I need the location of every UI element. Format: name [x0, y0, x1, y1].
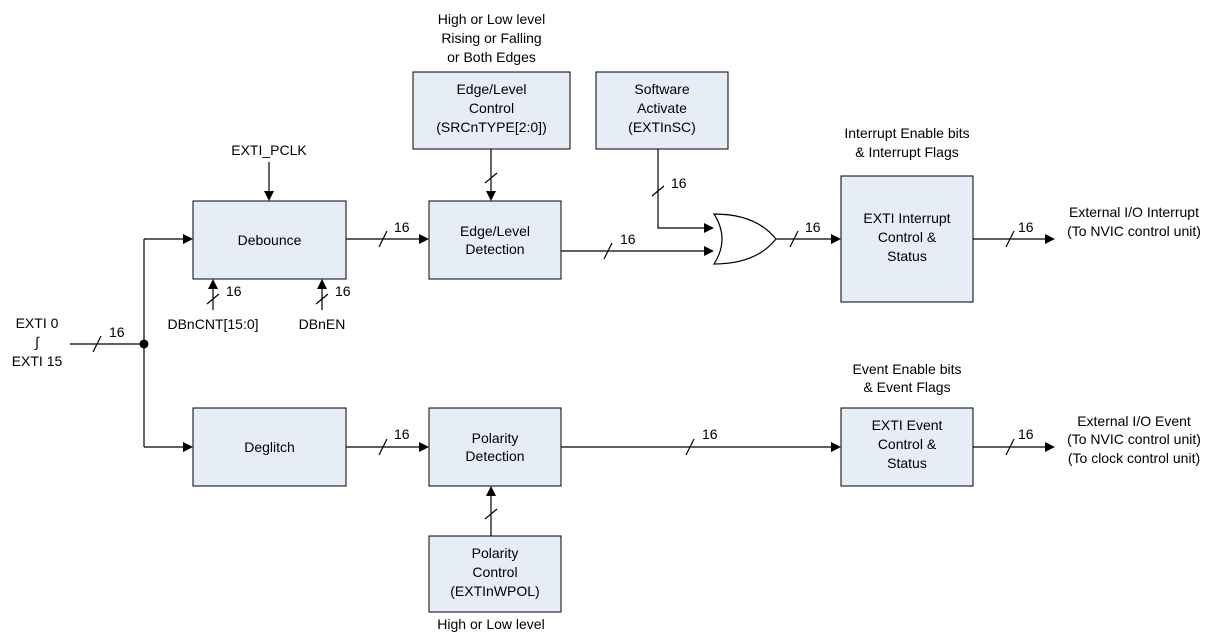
- int-enable-line-2: & Interrupt Flags: [855, 144, 959, 160]
- edge-control-label-1: Edge/Level: [456, 81, 526, 97]
- arrow-dbnen: [317, 279, 327, 289]
- polarity-control-label-2: Control: [472, 564, 517, 580]
- annotations: High or Low level Rising or Falling or B…: [12, 11, 1201, 632]
- ext-int-out-line-1: External I/O Interrupt: [1069, 204, 1199, 220]
- slash-int-out: [1005, 230, 1015, 248]
- bus-label-evt-out: 16: [1018, 426, 1034, 442]
- slash-sw-activate: [651, 185, 665, 197]
- arrow-to-edge-detection: [419, 234, 429, 244]
- bus-width-labels: 16 16 16 16 16 16 16 16 16 16 16: [109, 175, 1034, 442]
- arrow-to-debounce: [183, 234, 193, 244]
- evt-control-label-3: Status: [887, 455, 927, 471]
- deglitch-label: Deglitch: [244, 439, 295, 455]
- polarity-detection-label-2: Detection: [465, 448, 524, 464]
- edge-level-detection-block: Edge/Level Detection: [428, 200, 562, 280]
- arrow-to-int-control: [831, 234, 841, 244]
- bus-label-dbnen: 16: [335, 283, 351, 299]
- exti-pclk-label: EXTI_PCLK: [231, 142, 307, 158]
- bus-slashes: [92, 172, 1015, 520]
- ext-evt-out-line-1: External I/O Event: [1077, 413, 1191, 429]
- polarity-detection-block: Polarity Detection: [428, 407, 562, 487]
- arrowheads: [183, 191, 1055, 496]
- slash-dbncnt: [206, 293, 220, 305]
- arrow-pclk: [264, 191, 274, 201]
- software-activate-block: Software Activate (EXTInSC): [595, 71, 729, 150]
- exti-event-control-block: EXTI Event Control & Status: [840, 407, 974, 487]
- dbncnt-label: DBnCNT[15:0]: [167, 316, 258, 332]
- slash-debounce-out: [378, 230, 388, 248]
- debounce-label: Debounce: [238, 232, 302, 248]
- int-control-label-1: EXTI Interrupt: [863, 210, 950, 226]
- slash-polarity-control: [484, 508, 498, 520]
- slash-edge-control: [484, 172, 498, 184]
- or-gate: [712, 213, 777, 265]
- exti-interrupt-control-block: EXTI Interrupt Control & Status: [840, 175, 974, 303]
- arrow-dbncnt: [208, 279, 218, 289]
- edge-control-label-3: (SRCnTYPE[2:0]): [436, 119, 546, 135]
- int-enable-line-1: Interrupt Enable bits: [844, 125, 969, 141]
- input-label-exti15: EXTI 15: [12, 353, 63, 369]
- edge-level-control-block: Edge/Level Control (SRCnTYPE[2:0]): [412, 71, 571, 150]
- sw-activate-label-3: (EXTInSC): [628, 119, 696, 135]
- bus-label-deglitch-out: 16: [394, 426, 410, 442]
- junction-dot: [139, 339, 149, 349]
- polarity-detection-label-1: Polarity: [472, 430, 519, 446]
- arrow-edge-control: [486, 191, 496, 201]
- bus-label-sw-activate: 16: [671, 175, 687, 191]
- arrow-to-deglitch: [183, 442, 193, 452]
- deglitch-block: Deglitch: [192, 407, 347, 487]
- edge-options-line-1: High or Low level: [438, 11, 545, 27]
- arrow-or-in-lower: [704, 246, 714, 256]
- edge-options-line-2: Rising or Falling: [441, 30, 541, 46]
- int-control-label-2: Control &: [878, 229, 937, 245]
- bus-label-input: 16: [109, 324, 125, 340]
- ext-int-out-line-2: (To NVIC control unit): [1067, 223, 1201, 239]
- arrow-to-polarity-detection: [419, 442, 429, 452]
- arrow-int-out: [1045, 234, 1055, 244]
- slash-or-out: [789, 230, 799, 248]
- bus-label-or-out: 16: [805, 219, 821, 235]
- slash-edge-detect-out: [603, 242, 613, 260]
- sw-activate-label-2: Activate: [637, 100, 687, 116]
- arrow-polarity-control: [486, 486, 496, 496]
- edge-detection-label-2: Detection: [465, 241, 524, 257]
- sw-activate-label-1: Software: [634, 81, 689, 97]
- bus-label-int-out: 16: [1018, 219, 1034, 235]
- bus-label-polarity-out: 16: [702, 426, 718, 442]
- edge-options-line-3: or Both Edges: [447, 49, 536, 65]
- slash-evt-out: [1005, 438, 1015, 456]
- input-label-exti0: EXTI 0: [16, 315, 59, 331]
- slash-dbnen: [315, 293, 329, 305]
- polarity-options-label: High or Low level: [437, 616, 544, 632]
- arrow-evt-out: [1045, 442, 1055, 452]
- ext-evt-out-line-2: (To NVIC control unit): [1067, 431, 1201, 447]
- arrow-to-evt-control: [831, 442, 841, 452]
- ext-evt-out-line-3: (To clock control unit): [1068, 450, 1200, 466]
- polarity-control-label-3: (EXTInWPOL): [450, 583, 539, 599]
- arrow-or-in-upper: [704, 223, 714, 233]
- bus-label-debounce-out: 16: [394, 219, 410, 235]
- polarity-control-block: Polarity Control (EXTInWPOL): [428, 535, 562, 613]
- evt-control-label-2: Control &: [878, 436, 937, 452]
- dbnen-label: DBnEN: [299, 316, 346, 332]
- polarity-control-label-1: Polarity: [472, 545, 519, 561]
- evt-enable-line-1: Event Enable bits: [853, 361, 962, 377]
- slash-input: [92, 335, 102, 353]
- int-control-label-3: Status: [887, 248, 927, 264]
- bus-label-edge-detect-out: 16: [620, 231, 636, 247]
- edge-control-label-2: Control: [469, 100, 514, 116]
- slash-polarity-out: [685, 438, 695, 456]
- edge-detection-label-1: Edge/Level: [460, 223, 530, 239]
- evt-control-label-1: EXTI Event: [872, 417, 943, 433]
- debounce-block: Debounce: [192, 200, 347, 280]
- slash-deglitch-out: [378, 438, 388, 456]
- input-label-range-symbol: ∫: [34, 334, 40, 350]
- bus-label-dbncnt: 16: [226, 283, 242, 299]
- evt-enable-line-2: & Event Flags: [863, 379, 950, 395]
